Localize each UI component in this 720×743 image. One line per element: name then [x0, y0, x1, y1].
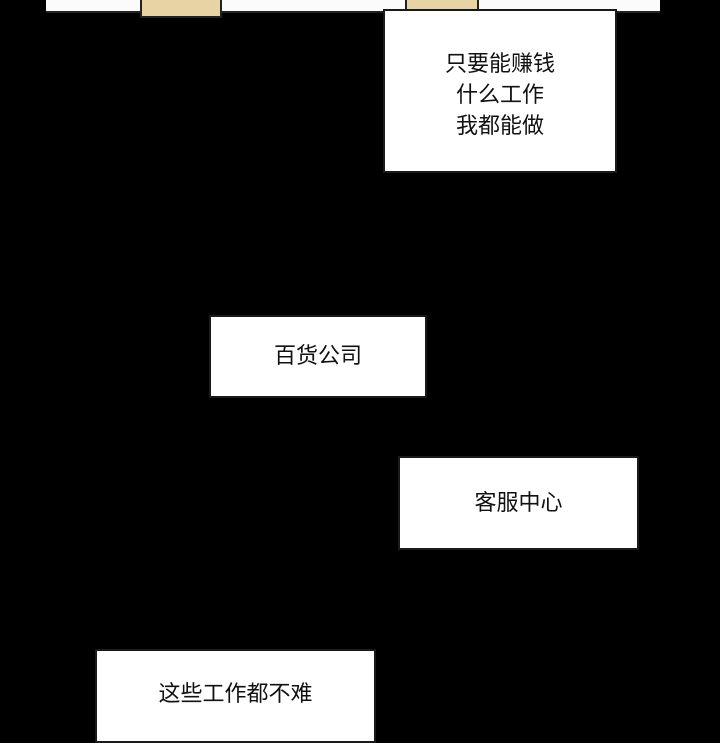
character-figure-left [140, 0, 222, 18]
caption-line: 只要能赚钱 [444, 51, 555, 77]
caption-line: 我都能做 [455, 113, 544, 139]
caption-line: 客服中心 [474, 490, 563, 516]
caption-box-1: 只要能赚钱 什么工作 我都能做 [383, 9, 617, 173]
caption-line: 百货公司 [273, 344, 362, 369]
caption-box-2: 百货公司 [209, 315, 427, 398]
caption-line: 这些工作都不难 [158, 682, 313, 707]
caption-line: 什么工作 [455, 82, 544, 108]
caption-box-4: 这些工作都不难 [95, 649, 376, 743]
caption-box-3: 客服中心 [398, 456, 639, 550]
